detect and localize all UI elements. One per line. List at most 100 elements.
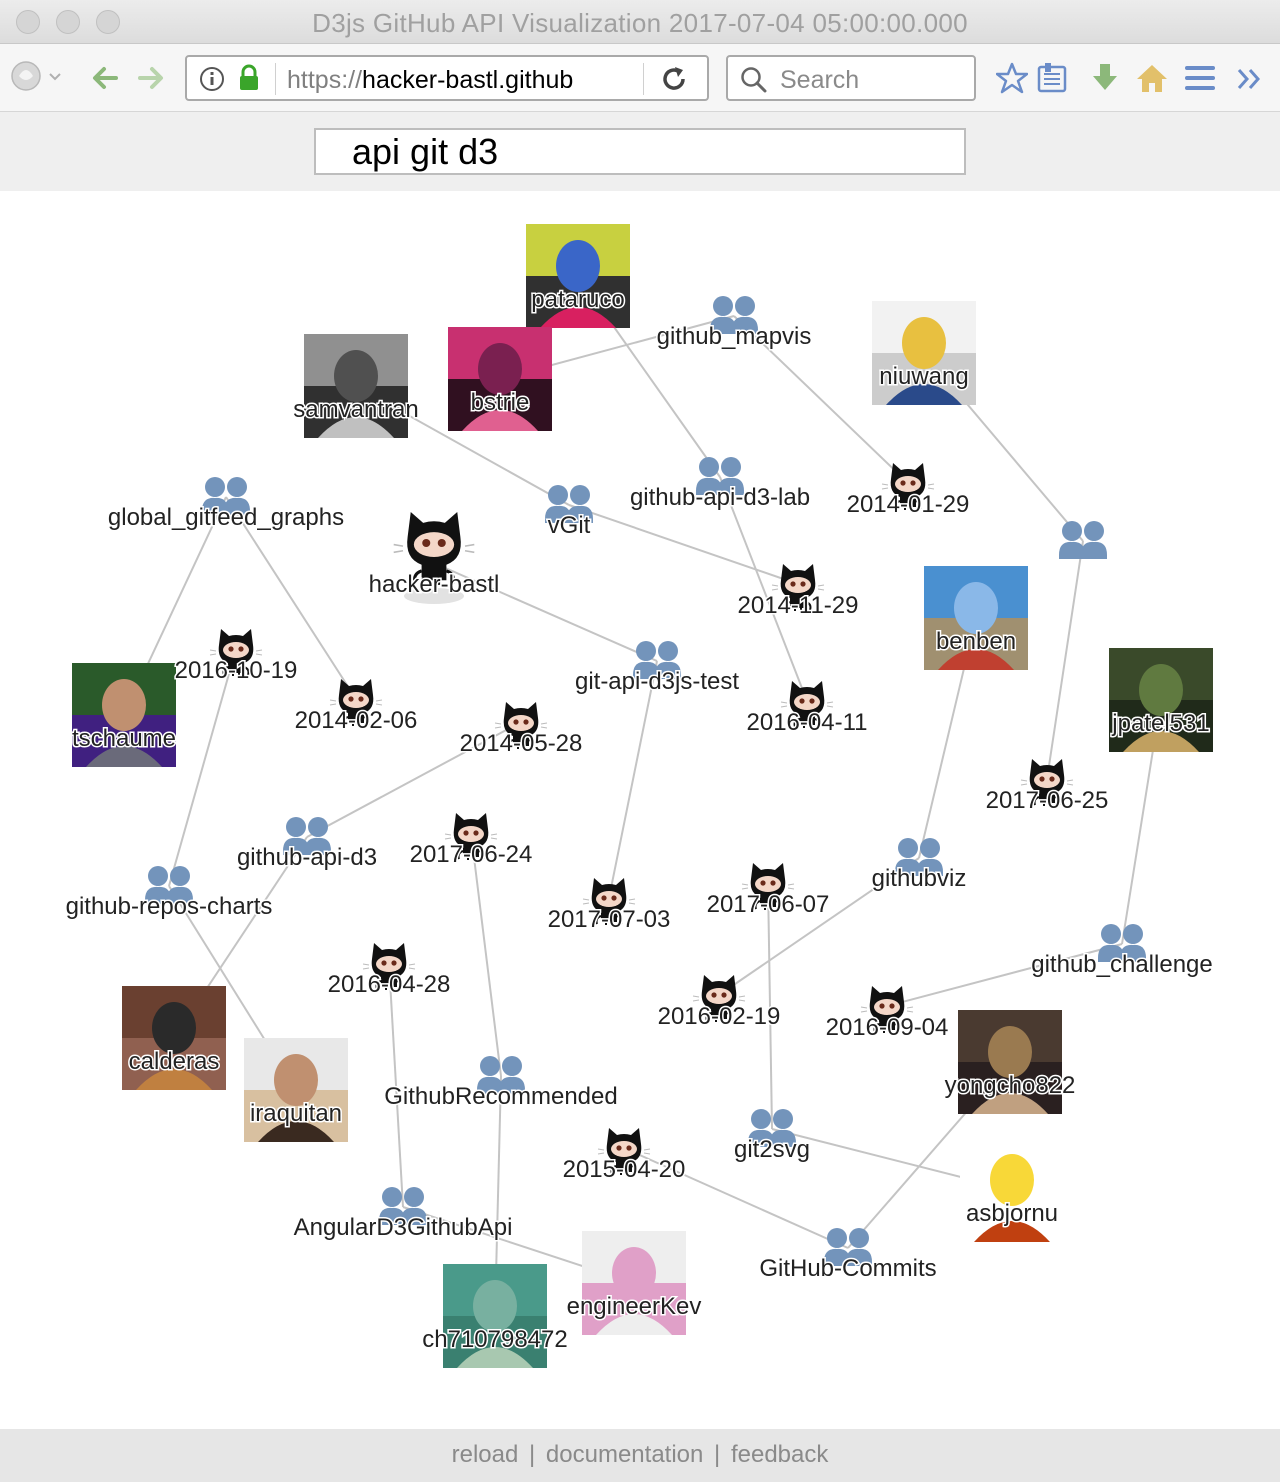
footer: reload | documentation | feedback — [0, 1429, 1280, 1482]
feedback-link[interactable]: feedback — [730, 1441, 829, 1468]
org-group-icon[interactable] — [202, 477, 250, 515]
reload-link[interactable]: reload — [451, 1441, 519, 1468]
date-octocat-icon — [771, 564, 825, 611]
date-octocat-icon — [860, 986, 914, 1033]
footer-separator: | — [714, 1441, 721, 1468]
url-text[interactable]: https://hacker-bastl.github — [287, 66, 573, 95]
user-avatar-tschaume[interactable] — [72, 663, 176, 767]
user-avatar-ch710798472[interactable] — [443, 1264, 547, 1368]
user-avatar-engineerKev[interactable] — [582, 1231, 686, 1335]
org-label: github-api-d3-lab — [630, 484, 810, 511]
org-group-icon[interactable] — [710, 296, 758, 334]
zoom-window-button[interactable] — [96, 10, 120, 34]
date-octocat-icon — [881, 463, 935, 510]
date-label: 2017-07-03 — [548, 906, 671, 933]
org-label: GitHub-Commits — [759, 1255, 936, 1282]
date-octocat-icon — [494, 702, 548, 749]
graph-link — [470, 832, 502, 1077]
user-label: pataruco — [531, 286, 624, 313]
back-arrow-icon[interactable] — [90, 64, 118, 92]
org-group-icon[interactable] — [824, 1228, 872, 1266]
query-input[interactable] — [314, 128, 966, 175]
user-label: niuwang — [879, 363, 968, 390]
url-protocol: https:// — [287, 66, 363, 94]
user-avatar-iraquitan[interactable] — [244, 1038, 348, 1142]
user-label: yongcho822 — [945, 1072, 1076, 1099]
reload-separator — [643, 63, 644, 95]
lock-icon — [240, 64, 258, 90]
user-label: bstrie — [471, 389, 530, 416]
date-octocat-icon — [780, 681, 834, 728]
user-avatar-pataruco[interactable] — [526, 224, 630, 328]
bookmark-star-icon[interactable] — [996, 62, 1028, 94]
graph-link — [306, 721, 522, 838]
minimize-window-button[interactable] — [56, 10, 80, 34]
reload-icon[interactable] — [661, 66, 689, 94]
date-label: 2014-02-06 — [295, 707, 418, 734]
date-label: 2017-06-25 — [986, 787, 1109, 814]
org-label: github-api-d3 — [237, 844, 377, 871]
org-label: git2svg — [734, 1136, 810, 1163]
user-label: calderas — [129, 1048, 220, 1075]
close-window-button[interactable] — [16, 10, 40, 34]
search-icon — [741, 67, 767, 93]
user-label: tschaume — [72, 725, 176, 752]
date-octocat-icon — [362, 943, 416, 990]
org-label: AngularD3GithubApi — [294, 1214, 513, 1241]
graph-link — [1046, 540, 1084, 780]
url-bar[interactable]: https://hacker-bastl.github — [185, 55, 709, 101]
info-icon[interactable] — [199, 66, 225, 92]
user-label: samvantran — [293, 396, 418, 423]
bookmarks-list-icon[interactable] — [1036, 62, 1068, 94]
org-group-icon[interactable] — [1059, 521, 1107, 559]
org-label: GithubRecommended — [384, 1083, 617, 1110]
user-avatar-benben[interactable] — [924, 566, 1028, 670]
graph-link — [623, 1147, 849, 1249]
user-avatar-asbjornu[interactable] — [960, 1138, 1064, 1242]
graph-nodes — [72, 224, 1213, 1368]
history-menu-icon[interactable] — [10, 60, 62, 94]
org-label: git-api-d3js-test — [575, 668, 739, 695]
org-group-icon[interactable] — [145, 866, 193, 904]
home-icon[interactable] — [1136, 62, 1168, 94]
graph-link — [225, 496, 357, 700]
org-group-icon[interactable] — [748, 1109, 796, 1147]
overflow-chevron-icon[interactable] — [1236, 66, 1264, 92]
org-group-icon[interactable] — [895, 838, 943, 876]
org-group-icon[interactable] — [283, 817, 331, 855]
org-group-icon[interactable] — [379, 1187, 427, 1225]
graph-link — [168, 648, 237, 887]
window-title: D3js GitHub API Visualization 2017-07-04… — [312, 8, 968, 38]
date-octocat-icon — [329, 679, 383, 726]
date-label: 2014-05-28 — [460, 730, 583, 757]
org-group-icon[interactable] — [545, 485, 593, 523]
org-group-icon[interactable] — [477, 1056, 525, 1094]
user-avatar-bstrie[interactable] — [448, 327, 552, 431]
graph-link — [719, 476, 808, 702]
org-label: vGit — [548, 512, 591, 539]
hacker-octocat-icon — [393, 512, 475, 585]
user-avatar-niuwang[interactable] — [872, 301, 976, 405]
org-group-icon[interactable] — [633, 641, 681, 679]
hacker-bastl-node[interactable] — [393, 512, 475, 604]
date-label: 2016-02-19 — [658, 1003, 781, 1030]
search-input[interactable]: Search — [726, 55, 976, 101]
user-avatar-calderas[interactable] — [122, 986, 226, 1090]
user-avatar-jpatel531[interactable] — [1109, 648, 1213, 752]
hacker-label: hacker-bastl — [369, 571, 500, 598]
date-label: 2014-01-29 — [847, 491, 970, 518]
user-label: engineerKev — [567, 1293, 702, 1320]
url-separator — [275, 63, 276, 95]
download-arrow-icon[interactable] — [1090, 62, 1120, 94]
forward-arrow-icon[interactable] — [138, 64, 166, 92]
menu-hamburger-icon[interactable] — [1184, 64, 1216, 92]
date-octocat-icon — [444, 813, 498, 860]
org-group-icon[interactable] — [696, 457, 744, 495]
user-avatar-samvantran[interactable] — [304, 334, 408, 438]
documentation-link[interactable]: documentation — [545, 1441, 704, 1468]
date-label: 2014-11-29 — [738, 592, 859, 619]
org-group-icon[interactable] — [1098, 924, 1146, 962]
date-label: 2016-10-19 — [175, 657, 298, 684]
user-avatar-yongcho822[interactable] — [958, 1010, 1062, 1114]
